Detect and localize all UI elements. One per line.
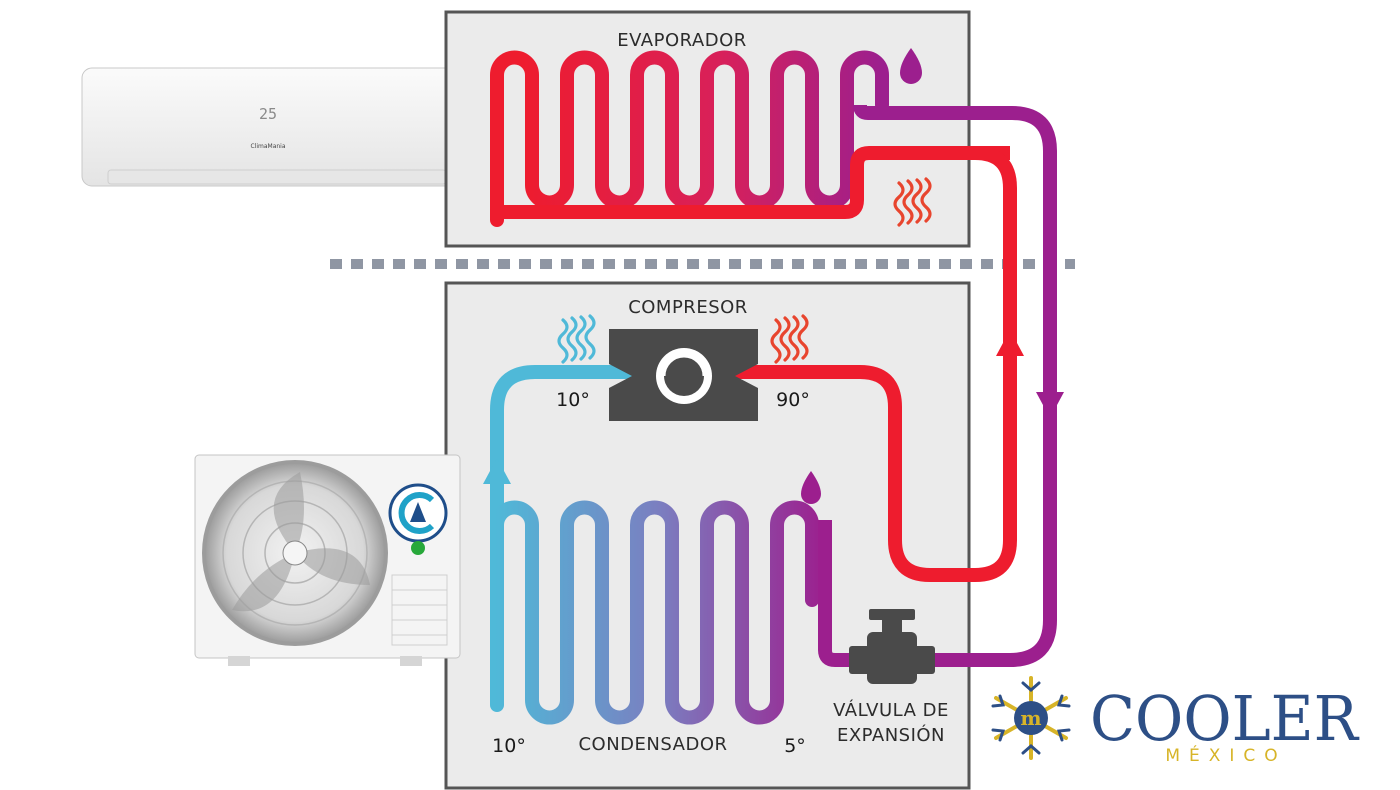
cold-waves-icon <box>557 314 596 364</box>
indoor-unit-display: 25 <box>259 105 277 123</box>
indoor-unit-brand: ClimaMania <box>250 143 285 150</box>
brand-subtitle: MÉXICO <box>1165 744 1286 766</box>
temp-condenser-out: 5° <box>784 735 806 757</box>
evaporator-coil <box>490 50 889 227</box>
temp-compressor-in: 10° <box>556 389 590 411</box>
red-hot-line <box>710 146 1017 582</box>
purple-return-line <box>853 104 1057 667</box>
outdoor-unit <box>194 454 461 666</box>
indoor-unit: 25 ClimaMania <box>81 67 465 187</box>
brand-logo: m COOLER MÉXICO <box>991 676 1360 766</box>
water-drop-icon <box>801 471 821 504</box>
valve-label-line1: VÁLVULA DE <box>833 699 949 721</box>
brand-name: COOLER <box>1090 682 1360 755</box>
heat-waves-icon <box>893 177 932 227</box>
down-arrow-icon <box>1036 392 1064 418</box>
condenser-label: CONDENSADOR <box>578 734 727 755</box>
up-arrow-icon <box>483 458 511 484</box>
svg-text:m: m <box>1020 706 1041 730</box>
water-drop-icon <box>900 48 922 84</box>
heat-waves-icon <box>770 314 809 364</box>
condenser-coil <box>490 500 819 725</box>
compressor-label: COMPRESOR <box>628 297 748 318</box>
evaporator-label: EVAPORADOR <box>617 30 747 51</box>
temp-condenser-in: 10° <box>492 735 526 757</box>
blue-suction-line <box>490 365 668 705</box>
valve-label-line2: EXPANSIÓN <box>837 724 945 746</box>
temp-compressor-out: 90° <box>776 389 810 411</box>
compressor-icon <box>609 329 758 421</box>
expansion-valve-icon <box>849 609 935 684</box>
up-arrow-icon <box>996 330 1024 356</box>
